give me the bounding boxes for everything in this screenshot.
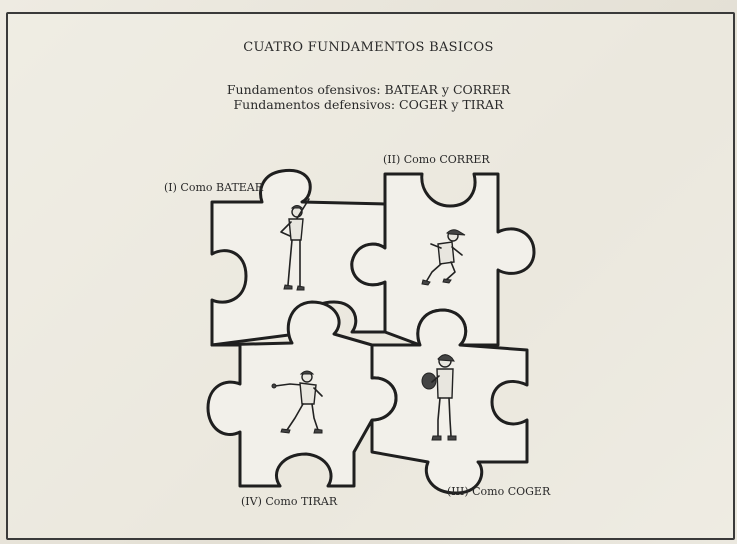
- diagram-title: CUATRO FUNDAMENTOS BASICOS: [243, 40, 494, 55]
- label-coger: (III) Como COGER: [447, 485, 551, 498]
- defensive-fundamentals-text: Fundamentos defensivos: COGER y TIRAR: [233, 97, 504, 112]
- runner-icon: [421, 229, 466, 286]
- label-correr: (II) Como CORRER: [383, 153, 490, 166]
- label-batear: (I) Como BATEAR: [164, 181, 264, 194]
- thrower-icon: [271, 370, 323, 434]
- offensive-fundamentals-text: Fundamentos ofensivos: BATEAR y CORRER: [226, 82, 511, 97]
- catcher-icon: [421, 354, 457, 441]
- label-tirar: (IV) Como TIRAR: [241, 495, 338, 508]
- batter-icon: [280, 198, 310, 291]
